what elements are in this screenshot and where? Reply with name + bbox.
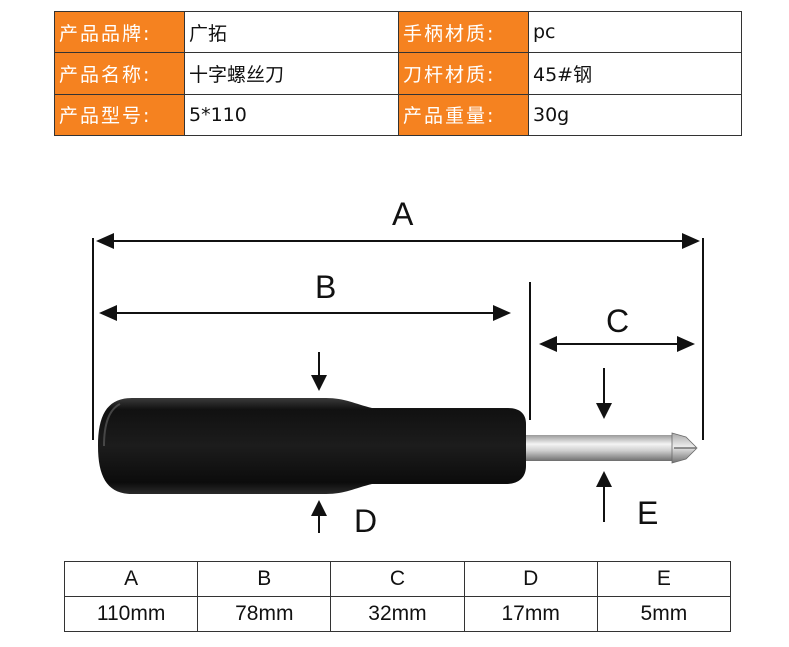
screwdriver-diagram: A B C D E <box>92 196 704 539</box>
dimension-header: E <box>596 561 732 597</box>
weight-value: 30g <box>528 93 742 137</box>
spec-table: 产品品牌: 广拓 手柄材质: pc 产品名称: 十字螺丝刀 刀杆材质: 45#钢… <box>54 10 742 137</box>
dimension-header: C <box>330 561 465 597</box>
spec-row: 产品型号: 5*110 产品重量: 30g <box>54 93 742 137</box>
dimension-header: B <box>197 561 332 597</box>
handle-material-value: pc <box>528 10 742 54</box>
spec-row: 产品品牌: 广拓 手柄材质: pc <box>54 10 742 54</box>
spec-row: 产品名称: 十字螺丝刀 刀杆材质: 45#钢 <box>54 52 742 95</box>
brand-value: 广拓 <box>184 10 399 54</box>
dimension-value: 17mm <box>463 596 598 632</box>
model-label: 产品型号: <box>54 93 185 137</box>
dimension-value: 78mm <box>197 596 332 632</box>
shaft-material-label: 刀杆材质: <box>398 52 529 95</box>
name-label: 产品名称: <box>54 52 185 95</box>
dimension-table: A B C D E 110mm 78mm 32mm 17mm 5mm <box>63 561 732 632</box>
label-c: C <box>606 303 629 339</box>
dimension-c <box>539 336 695 352</box>
name-value: 十字螺丝刀 <box>184 52 399 95</box>
dimension-a <box>96 233 700 249</box>
dimension-b <box>99 305 511 321</box>
label-d: D <box>354 503 377 539</box>
dimension-e <box>596 368 612 522</box>
screwdriver-handle <box>98 398 526 494</box>
label-e: E <box>637 495 658 531</box>
dimension-value: 5mm <box>596 596 732 632</box>
handle-material-label: 手柄材质: <box>398 10 529 54</box>
shaft-material-value: 45#钢 <box>528 52 742 95</box>
label-b: B <box>315 269 336 305</box>
dimension-header: D <box>463 561 598 597</box>
dimension-value: 32mm <box>330 596 465 632</box>
model-value: 5*110 <box>184 93 399 137</box>
dimension-header-row: A B C D E <box>63 561 732 597</box>
brand-label: 产品品牌: <box>54 10 185 54</box>
dimension-value-row: 110mm 78mm 32mm 17mm 5mm <box>63 596 732 632</box>
dimension-d <box>311 352 327 533</box>
dimension-header: A <box>63 561 199 597</box>
label-a: A <box>392 196 414 232</box>
screwdriver-shaft <box>524 435 674 461</box>
dimension-value: 110mm <box>63 596 199 632</box>
weight-label: 产品重量: <box>398 93 529 137</box>
screwdriver <box>98 398 698 494</box>
